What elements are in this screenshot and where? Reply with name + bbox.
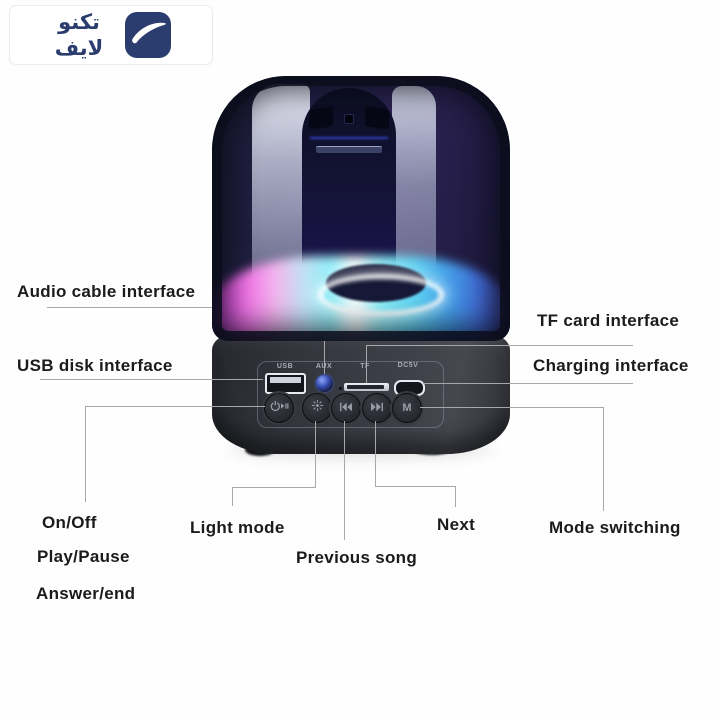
aux-port-label: AUX bbox=[313, 363, 335, 370]
light-mode-button bbox=[302, 393, 332, 423]
callout-line-next-h bbox=[375, 486, 455, 487]
speaker-device: USB AUX TF DC5V bbox=[212, 76, 510, 458]
next-track-icon bbox=[370, 399, 384, 417]
aux-jack bbox=[316, 375, 333, 392]
previous-track-icon bbox=[339, 399, 353, 417]
logo-swoosh-icon bbox=[125, 12, 171, 58]
callout-line-power-v bbox=[85, 406, 86, 502]
driver-notch-left bbox=[309, 106, 333, 130]
label-previous-song: Previous song bbox=[296, 548, 418, 567]
tf-card-slot bbox=[344, 383, 389, 391]
mode-button-label: M bbox=[402, 402, 412, 414]
driver-slot bbox=[316, 146, 382, 153]
sun-icon bbox=[311, 399, 324, 417]
label-play-pause: Play/Pause bbox=[37, 547, 130, 566]
power-play-button bbox=[264, 393, 294, 423]
mic-hole bbox=[339, 387, 342, 390]
callout-line-mode-h bbox=[420, 407, 603, 408]
label-next: Next bbox=[437, 515, 476, 534]
white-light-ring bbox=[318, 274, 444, 316]
callout-line-next-v1 bbox=[375, 421, 376, 486]
callout-line-mode-v bbox=[603, 407, 604, 511]
next-track-button bbox=[362, 393, 392, 423]
driver-hole bbox=[344, 114, 354, 124]
logo-text: تكنو لايف bbox=[38, 9, 120, 60]
logo-text-line2: لايف bbox=[54, 36, 104, 60]
speaker-base: USB AUX TF DC5V bbox=[212, 334, 510, 454]
label-on-off: On/Off bbox=[42, 513, 97, 532]
callout-line-tf-v bbox=[366, 345, 367, 383]
port-panel bbox=[257, 361, 444, 428]
callout-line-next-v2 bbox=[455, 486, 456, 507]
callout-line-usb-h bbox=[40, 379, 263, 380]
previous-track-button bbox=[331, 393, 361, 423]
callout-line-tf-h bbox=[366, 345, 633, 346]
callout-line-light-v1 bbox=[315, 421, 316, 487]
callout-line-light-h bbox=[232, 487, 316, 488]
power-play-icon bbox=[269, 399, 289, 417]
driver-notch-right bbox=[365, 106, 389, 130]
label-audio-cable-interface: Audio cable interface bbox=[17, 282, 196, 301]
callout-line-audio-h bbox=[47, 307, 325, 308]
mode-button: M bbox=[392, 393, 422, 423]
label-mode-switching: Mode switching bbox=[549, 518, 681, 537]
label-tf-card-interface: TF card interface bbox=[537, 311, 680, 330]
label-light-mode: Light mode bbox=[190, 518, 285, 537]
callout-line-light-v2 bbox=[232, 487, 233, 506]
inner-speaker-driver bbox=[302, 88, 396, 288]
logo-text-line1: تكنو bbox=[58, 10, 100, 34]
label-charging-interface: Charging interface bbox=[533, 356, 689, 375]
driver-blue-glow bbox=[310, 137, 388, 139]
usb-port bbox=[265, 373, 306, 394]
dc5v-port-label: DC5V bbox=[397, 362, 419, 369]
callout-line-power-h bbox=[85, 406, 265, 407]
speaker-glass-dome bbox=[212, 76, 510, 341]
label-usb-disk-interface: USB disk interface bbox=[17, 356, 173, 375]
usb-port-label: USB bbox=[276, 363, 294, 370]
tf-slot-label: TF bbox=[360, 363, 370, 370]
label-answer-end: Answer/end bbox=[36, 584, 136, 603]
callout-line-charging-h bbox=[423, 383, 633, 384]
store-logo: تكنو لايف bbox=[10, 6, 212, 64]
callout-line-previous-v bbox=[344, 421, 345, 540]
